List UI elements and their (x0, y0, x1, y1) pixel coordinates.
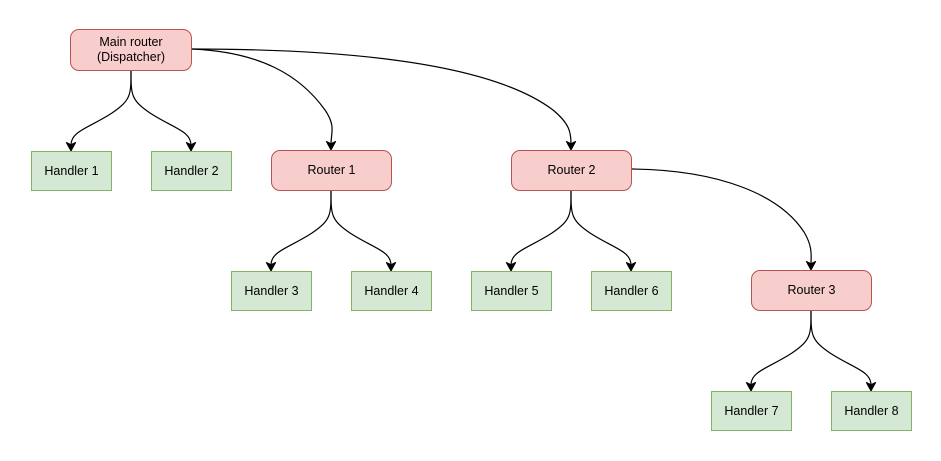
node-handler-8[interactable]: Handler 8 (831, 391, 912, 431)
node-label-handler-6: Handler 6 (604, 283, 659, 298)
arrow-handler-5-head-icon (505, 262, 517, 272)
edge-router-1-to-handler-4 (330, 190, 392, 266)
arrow-router-1-head-icon (325, 141, 337, 151)
node-handler-4[interactable]: Handler 4 (351, 271, 432, 311)
node-handler-3[interactable]: Handler 3 (231, 271, 312, 311)
arrow-handler-2-head-icon (185, 142, 197, 152)
node-handler-7[interactable]: Handler 7 (711, 391, 792, 431)
node-router-1[interactable]: Router 1 (271, 150, 392, 191)
arrow-router-3-head-icon (805, 261, 817, 271)
node-label-main-router: Main router (Dispatcher) (96, 35, 166, 64)
node-label-router-2: Router 2 (547, 163, 596, 177)
arrow-handler-1-head-icon (65, 142, 77, 152)
arrow-handler-6-head-icon (625, 262, 637, 272)
arrow-router-2-head-icon (565, 141, 577, 151)
node-router-3[interactable]: Router 3 (751, 270, 872, 311)
node-label-handler-8: Handler 8 (844, 403, 899, 418)
node-main-router[interactable]: Main router (Dispatcher) (70, 29, 192, 71)
edge-main-to-router-2 (191, 48, 572, 145)
node-label-handler-5: Handler 5 (484, 283, 539, 298)
edge-router-3-to-handler-8 (810, 310, 872, 386)
arrow-handler-4-head-icon (385, 262, 397, 272)
node-label-router-3: Router 3 (787, 283, 836, 297)
node-label-handler-4: Handler 4 (364, 283, 419, 298)
edge-router-2-to-router-3 (631, 168, 812, 265)
node-label-handler-2: Handler 2 (164, 163, 219, 178)
edge-router-2-to-handler-5 (510, 190, 572, 266)
edge-main-to-router-1 (191, 48, 333, 145)
edge-main-to-handler-2 (130, 70, 192, 146)
edge-router-2-to-handler-6 (570, 190, 632, 266)
node-label-handler-1: Handler 1 (44, 163, 99, 178)
edge-router-3-to-handler-7 (750, 310, 812, 386)
node-handler-6[interactable]: Handler 6 (591, 271, 672, 311)
arrow-handler-7-head-icon (745, 382, 757, 392)
node-label-handler-3: Handler 3 (244, 283, 299, 298)
node-handler-1[interactable]: Handler 1 (31, 151, 112, 191)
arrow-handler-8-head-icon (865, 382, 877, 392)
node-router-2[interactable]: Router 2 (511, 150, 632, 191)
node-handler-5[interactable]: Handler 5 (471, 271, 552, 311)
arrow-handler-3-head-icon (265, 262, 277, 272)
node-handler-2[interactable]: Handler 2 (151, 151, 232, 191)
node-label-handler-7: Handler 7 (724, 403, 779, 418)
edge-router-1-to-handler-3 (270, 190, 332, 266)
edge-main-to-handler-1 (70, 70, 132, 146)
node-label-router-1: Router 1 (307, 163, 356, 177)
